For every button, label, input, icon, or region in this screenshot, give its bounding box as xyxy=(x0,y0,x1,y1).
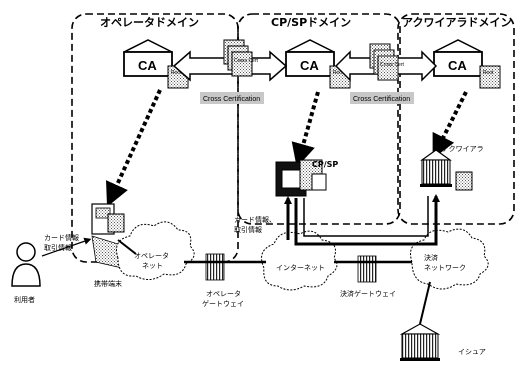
ca-label: CA xyxy=(138,58,157,73)
acquirer-ca: CA Root xyxy=(434,40,500,88)
internet-cloud xyxy=(262,231,337,290)
operator-network-label-2: ネット xyxy=(142,262,163,270)
cpsp-domain-title: CP/SPドメイン xyxy=(271,16,351,29)
acquirer-ca-issue-arrow xyxy=(438,92,466,148)
cpsp-ca-issue-arrow xyxy=(300,92,318,156)
user-icon xyxy=(12,243,40,286)
cpsp-card-info-line1: カード情報、 xyxy=(234,215,276,224)
cross-cert-label: Cross Cert xyxy=(234,58,259,64)
operator-ca-issue-arrow xyxy=(112,90,160,196)
handset-label: 携帯端末 xyxy=(94,279,122,288)
cross-certification-label-2: Cross Certification xyxy=(353,96,410,103)
user-card-info-line1: カード情報 xyxy=(44,233,79,242)
cpsp-up-arrow xyxy=(284,196,292,204)
operator-network-label-1: オペレータ xyxy=(134,251,169,260)
internet-label: インターネット xyxy=(276,263,325,272)
acquirer-domain-title: アクワイアラドメイン xyxy=(402,16,511,29)
ca-label: CA xyxy=(448,58,467,73)
acquirer-up-arrow xyxy=(432,194,440,202)
operator-domain-title: オペレータドメイン xyxy=(100,16,199,29)
payment-network-cloud xyxy=(411,229,489,289)
operator-network-cloud xyxy=(117,222,195,280)
cpsp-label: CP/SP xyxy=(312,160,338,169)
acquirer-bank xyxy=(420,150,472,190)
operator-gateway-icon xyxy=(206,254,224,280)
ca-label: CA xyxy=(300,58,319,73)
cross-certification-label-1: Cross Certification xyxy=(203,96,260,103)
acquirer-label: アクワイアラ xyxy=(442,145,484,153)
cross-cert-label: Cross Cert xyxy=(380,62,405,68)
user-label: 利用者 xyxy=(14,295,35,304)
issuer-icon xyxy=(400,324,440,361)
payment-network-label-1: 決済 xyxy=(424,253,438,262)
operator-gateway-label-2: ゲートウェイ xyxy=(202,299,244,308)
issuer-label: イシュア xyxy=(458,348,486,356)
cpsp-card-info-line2: 取引情報 xyxy=(234,225,262,234)
payment-network-label-2: ネットワーク xyxy=(424,264,466,272)
root-label: Root xyxy=(483,70,494,76)
payment-gateway-icon xyxy=(358,256,376,282)
payment-gateway-label: 決済ゲートウェイ xyxy=(340,289,396,298)
operator-gateway-label-1: オペレータ xyxy=(206,289,241,298)
